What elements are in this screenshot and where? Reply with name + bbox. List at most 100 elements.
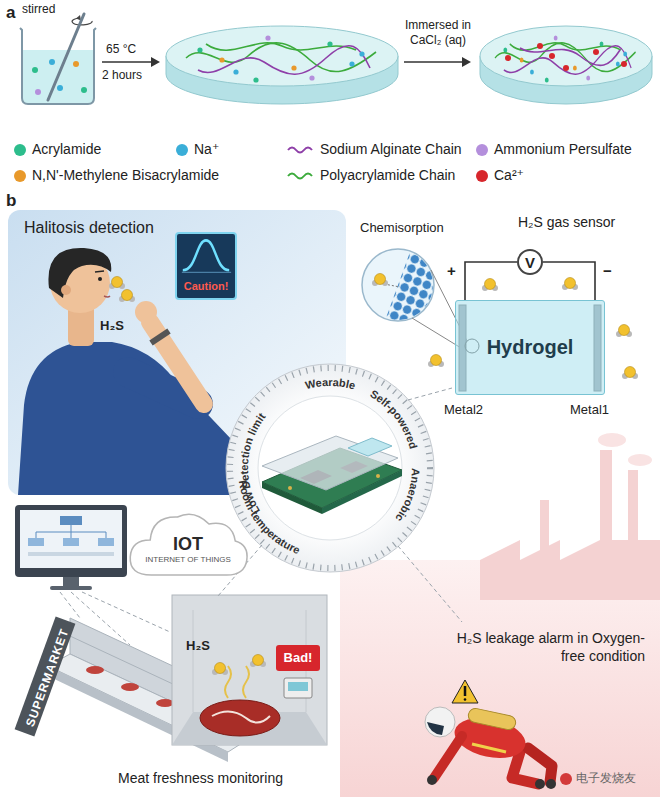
legend-text: Polyacrylamide Chain	[320, 167, 455, 184]
scene-caption: Meat freshness monitoring	[118, 770, 283, 788]
beaker	[49, 59, 55, 65]
petri-dish	[480, 26, 652, 104]
meat-display	[284, 678, 312, 698]
feature-wheel	[262, 482, 322, 514]
petri-dish	[549, 53, 555, 59]
factory-scene	[628, 454, 652, 466]
warning-sign	[452, 680, 478, 703]
legend-text: Ca²⁺	[494, 167, 524, 184]
monitor-screen	[98, 538, 114, 546]
petri-dish	[593, 49, 599, 55]
rescuer-figure	[535, 779, 545, 789]
petri-dish	[166, 26, 398, 104]
rescuer-figure	[546, 779, 556, 789]
person-figure	[98, 277, 102, 281]
rescuer-figure	[425, 707, 455, 737]
wheel-feature: Self-powered	[368, 387, 419, 450]
petri-dish	[480, 26, 652, 86]
node-text: IOT	[173, 534, 203, 555]
rescuer-figure	[427, 722, 444, 735]
beaker	[32, 67, 38, 73]
feature-wheel	[262, 436, 398, 490]
wheel-feature: Low Detection limit	[238, 410, 268, 516]
gas-molecule	[482, 279, 498, 292]
store-shelf	[156, 699, 174, 707]
watermark: 电子发烧友	[576, 771, 636, 786]
monitor-screen	[28, 552, 114, 556]
beaker	[35, 89, 41, 95]
legend-text: Acrylamide	[32, 141, 101, 158]
rescuer-figure	[467, 707, 517, 731]
petri-dish	[621, 61, 627, 67]
store-shelf	[121, 683, 139, 691]
wheel-feature: Low Detection limit	[238, 410, 268, 516]
leader-line	[218, 388, 462, 622]
process-arrow	[462, 57, 471, 67]
wheel-feature: Room-temperature	[237, 479, 302, 556]
wire	[465, 262, 517, 300]
panel-letter: b	[6, 190, 16, 211]
monitor-screen	[50, 586, 92, 590]
monitor-screen	[15, 505, 127, 590]
gas-molecule	[428, 355, 444, 368]
legend-swatch	[476, 144, 488, 156]
petri-dish	[166, 26, 398, 86]
legend-line	[288, 174, 312, 179]
wheel-feature: Anaerobic	[393, 468, 422, 524]
feature-wheel	[348, 438, 392, 456]
meat-display	[250, 655, 266, 668]
wheel-feature: Room-temperature	[237, 479, 302, 556]
warning-sign	[452, 680, 478, 703]
person-figure	[61, 285, 71, 295]
part-title: H₂S gas sensor	[518, 214, 615, 232]
data-link	[60, 592, 80, 618]
scene-panel: Halitosis detection Caution!	[8, 210, 346, 495]
feature-wheel	[376, 474, 380, 478]
iot-cloud: IOTINTERNET OF THINGS	[125, 503, 251, 583]
display-screen: Caution!	[175, 232, 237, 300]
leader-line	[408, 388, 452, 400]
factory-scene	[480, 540, 660, 600]
process-arrow	[404, 61, 463, 63]
panel-letter: a	[6, 2, 15, 23]
signal-curve	[183, 240, 229, 270]
meat-display	[243, 666, 249, 698]
scene-caption: H₂S leakage alarm in Oxygen-free conditi…	[440, 630, 645, 665]
rescuer-figure	[528, 748, 552, 782]
person-figure	[18, 342, 262, 495]
part-label: Metal1	[570, 402, 609, 418]
petri-dish	[563, 65, 569, 71]
monitor-screen	[20, 510, 122, 568]
data-link	[82, 592, 170, 632]
person-figure	[95, 271, 104, 272]
step-note: 2 hours	[102, 68, 142, 83]
gas-molecule	[616, 325, 632, 338]
person-figure	[151, 331, 169, 343]
legend-text: Ammonium Persulfate	[494, 141, 632, 158]
rescuer-figure	[425, 707, 556, 789]
gas-label: H₂S	[186, 638, 210, 654]
magnified-surface	[381, 239, 457, 348]
monitor-screen	[28, 538, 44, 546]
node-text: Halitosis detection	[24, 218, 154, 238]
polarity-sign: −	[603, 262, 612, 281]
rescuer-figure	[427, 775, 437, 785]
process-arrow	[102, 61, 152, 63]
beaker	[73, 61, 79, 67]
signal-curve	[182, 272, 231, 273]
meat-display	[172, 595, 327, 745]
monitor-screen	[63, 538, 79, 546]
legend-text: Na⁺	[194, 141, 219, 158]
wheel-feature: Anaerobic	[393, 468, 422, 524]
magnified-surface	[372, 274, 388, 287]
feature-wheel	[258, 396, 402, 540]
cloud-outline	[130, 514, 247, 575]
meat-display	[193, 610, 194, 712]
beaker	[57, 85, 63, 91]
meat-display	[288, 682, 308, 691]
feature-wheel	[226, 364, 434, 572]
beaker	[20, 14, 96, 104]
node-text: Hydrogel	[487, 335, 574, 360]
